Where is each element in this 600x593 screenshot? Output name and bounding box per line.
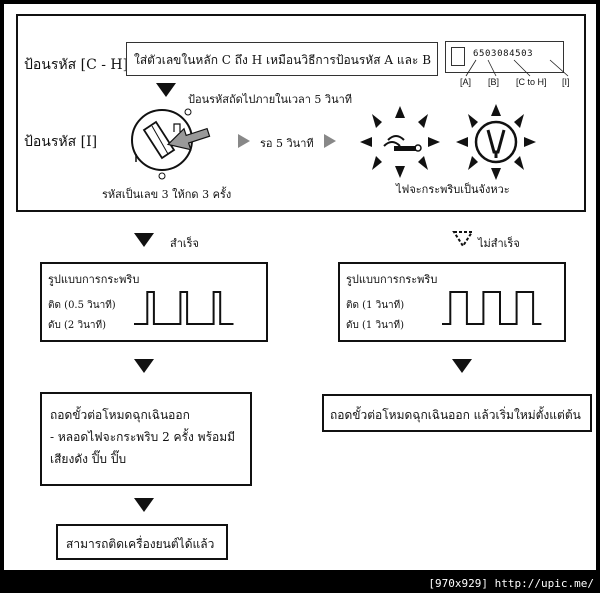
code-leader-lines: [465, 59, 569, 77]
code-label-i: [I]: [562, 77, 570, 87]
left-step2-line2: - หลอดไฟจะกระพริบ 2 ครั้ง พร้อมมี: [50, 430, 236, 444]
code-label-c-h: [C to H]: [516, 77, 547, 87]
leader-b: [487, 59, 497, 77]
left-step2-box: [40, 392, 252, 486]
leader-i: [549, 59, 569, 77]
arrow-down-top: [156, 83, 176, 97]
arrow-success: [134, 233, 154, 247]
result-fail: ไม่สำเร็จ: [478, 237, 520, 250]
flashing-key-indicator-icon: [360, 106, 440, 178]
left-wave-line: [134, 291, 234, 325]
leader-c-h: [513, 59, 531, 77]
right-blink-waveform: [442, 291, 542, 325]
right-pattern-box: [338, 262, 566, 342]
label-code-c-h: ป้อนรหัส [C - H]: [24, 57, 129, 73]
arrow-left-step3: [134, 498, 154, 512]
right-wave-line: [442, 291, 542, 325]
left-step3-box: [56, 524, 228, 560]
left-on-text: ติด (0.5 วินาที): [48, 300, 116, 311]
arrow-fail: [452, 231, 474, 248]
arrow-right-step2: [452, 359, 472, 373]
result-success: สำเร็จ: [170, 237, 200, 250]
arrow-left-step2: [134, 359, 154, 373]
left-step2-line3: เสียงดัง ปิ๊บ ปิ๊บ: [50, 452, 127, 466]
arrow-right-2: [324, 134, 336, 148]
instruction-text: ใส่ตัวเลขในหลัก C ถึง H เหมือนวิธีการป้อ…: [134, 53, 432, 67]
dial-note: รหัสเป็นเลข 3 ให้กด 3 ครั้ง: [102, 188, 232, 201]
key-tag-hole: [451, 47, 465, 66]
flashing-warning-light-icon: [456, 104, 536, 180]
left-step3-text: สามารถติดเครื่องยนต์ได้แล้ว: [66, 537, 215, 551]
left-pattern-title: รูปแบบการกระพริบ: [48, 273, 140, 286]
code-label-b: [B]: [488, 77, 500, 87]
left-step2-line1: ถอดขั้วต่อโหมดฉุกเฉินออก: [50, 408, 190, 422]
right-on-text: ติด (1 วินาที): [346, 300, 405, 311]
right-step2-text: ถอดขั้วต่อโหมดฉุกเฉินออก แล้วเริ่มใหม่ตั…: [330, 408, 581, 422]
code-digits: 6503084503: [473, 49, 534, 59]
label-code-i: ป้อนรหัส [I]: [24, 134, 98, 150]
flash-note: ไฟจะกระพริบเป็นจังหวะ: [396, 183, 510, 196]
right-off-text: ดับ (1 วินาที): [346, 320, 405, 331]
instruction-box: [126, 42, 438, 76]
right-step2-box: [322, 394, 592, 432]
image-host-footer: [970x929] http://upic.me/: [428, 577, 594, 590]
ignition-dial-icon: [131, 108, 211, 180]
arrow-right-1: [238, 134, 250, 148]
left-off-text: ดับ (2 วินาที): [48, 320, 107, 331]
diagram-canvas: ป้อนรหัส [C - H] ใส่ตัวเลขในหลัก C ถึง H…: [4, 4, 596, 570]
wait-text: รอ 5 วินาที: [260, 137, 314, 150]
right-pattern-title: รูปแบบการกระพริบ: [346, 273, 438, 286]
code-label-a: [A]: [460, 77, 472, 87]
left-blink-waveform: [134, 291, 234, 325]
leader-a: [465, 59, 477, 77]
next-note: ป้อนรหัสถัดไปภายในเวลา 5 วินาที: [188, 93, 353, 106]
